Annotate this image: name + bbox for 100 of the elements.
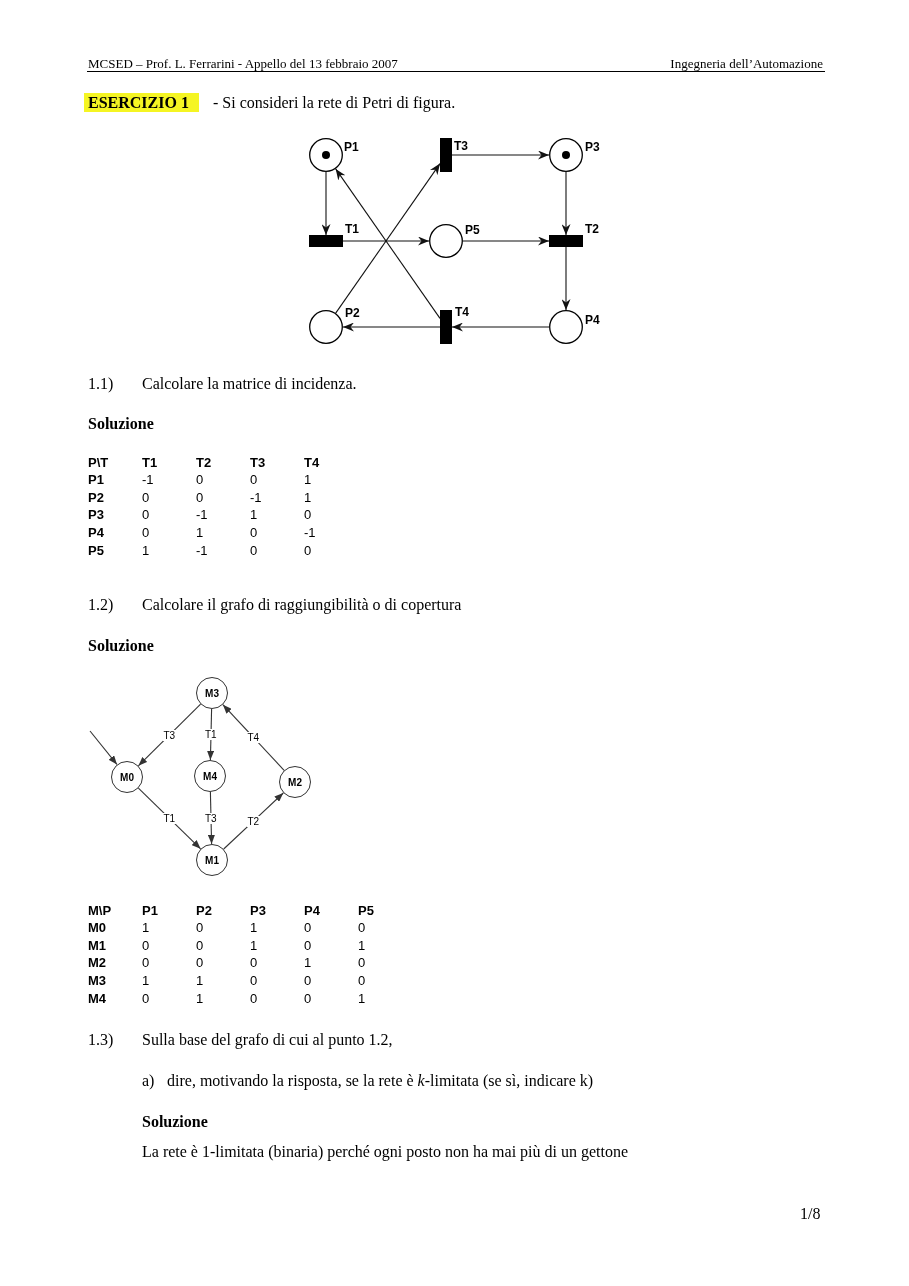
matrix-value: 0 — [196, 955, 204, 971]
transition-label: T2 — [585, 223, 599, 235]
matrix-value: 1 — [250, 937, 258, 953]
matrix-value: 0 — [358, 955, 366, 971]
arrow — [89, 730, 118, 766]
matrix-value: 1 — [358, 990, 366, 1006]
row-header: P2 — [88, 489, 104, 505]
row-header: M2 — [88, 955, 107, 971]
matrix-value: 1 — [142, 920, 150, 936]
matrix-value: 1 — [304, 489, 312, 505]
edge-label: T1 — [162, 813, 177, 824]
matrix-value: 0 — [358, 920, 366, 936]
matrix-value: 0 — [304, 920, 312, 936]
column-header: P4 — [304, 902, 320, 918]
column-header: T1 — [142, 454, 158, 470]
matrix-value: 0 — [196, 920, 204, 936]
matrix-value: -1 — [196, 542, 208, 558]
matrix-value: 1 — [196, 524, 204, 540]
row-header: P3 — [88, 507, 104, 523]
matrix-value: 1 — [304, 955, 312, 971]
edge-label: T2 — [246, 815, 261, 827]
question-text: Calcolare la matrice di incidenza. — [142, 373, 357, 393]
marking-node: M4 — [194, 760, 226, 792]
matrix-value: 0 — [250, 955, 258, 971]
matrix-value: 1 — [304, 472, 312, 488]
row-header: M0 — [88, 920, 107, 936]
row-header: P5 — [88, 542, 104, 558]
matrix-value: 0 — [250, 524, 258, 540]
matrix-value: 0 — [304, 937, 312, 953]
question-text: dire, motivando la risposta, se la rete è k-limitata (se sì, indicare k) — [167, 1070, 594, 1090]
column-header: M\P — [88, 902, 112, 918]
solution-heading: Soluzione — [88, 635, 154, 655]
matrix-value: 0 — [142, 937, 150, 953]
edge-label: T3 — [162, 729, 177, 741]
matrix-value: 0 — [250, 542, 258, 558]
matrix-value: 0 — [358, 972, 366, 988]
column-header: P2 — [196, 902, 212, 918]
edge-label: T4 — [246, 732, 261, 743]
row-header: M4 — [88, 990, 107, 1006]
row-header: M3 — [88, 972, 107, 988]
matrix-value: 0 — [250, 472, 258, 488]
matrix-value: 0 — [304, 542, 312, 558]
matrix-value: 0 — [142, 489, 150, 505]
matrix-value: 0 — [304, 972, 312, 988]
marking-node: M3 — [196, 677, 228, 709]
arrow — [137, 703, 202, 767]
column-header: P5 — [358, 902, 374, 918]
matrix-value: -1 — [142, 472, 154, 488]
matrix-value: 0 — [304, 990, 312, 1006]
row-header: M1 — [88, 937, 107, 953]
edge-label: T1 — [204, 729, 218, 740]
matrix-value: 1 — [196, 990, 204, 1006]
header-text: Ingegneria dell’Automazione — [670, 55, 823, 71]
matrix-value: 1 — [358, 937, 366, 953]
column-header: P\T — [88, 454, 109, 470]
item-letter: a) — [142, 1070, 155, 1090]
marking-node: M2 — [279, 766, 311, 798]
arrow — [137, 787, 202, 850]
arrow — [451, 150, 550, 160]
arrow — [223, 792, 284, 850]
matrix-value: 1 — [250, 920, 258, 936]
matrix-value: 0 — [142, 990, 150, 1006]
matrix-value: 1 — [250, 507, 258, 523]
arrow — [207, 791, 215, 845]
place-label: P2 — [345, 307, 360, 319]
matrix-value: 1 — [142, 542, 150, 558]
column-header: T2 — [196, 454, 212, 470]
matrix-value: 0 — [250, 990, 258, 1006]
question-number: 1.2) — [88, 594, 114, 614]
place-label: P3 — [585, 141, 600, 153]
question-text: Calcolare il grafo di raggiungibilità o di copertura — [142, 594, 462, 614]
arrow — [342, 322, 441, 332]
column-header: P1 — [142, 902, 158, 918]
matrix-value: 0 — [142, 507, 150, 523]
matrix-value: 0 — [196, 472, 204, 488]
solution-heading: Soluzione — [88, 413, 154, 433]
matrix-value: 0 — [196, 937, 204, 953]
arrow — [321, 171, 331, 236]
arrow — [207, 708, 215, 761]
page-number: 1/8 — [800, 1203, 821, 1223]
matrix-value: 0 — [304, 507, 312, 523]
matrix-value: 1 — [142, 972, 150, 988]
arrow — [462, 236, 550, 246]
solution-heading: Soluzione — [142, 1111, 208, 1131]
arrow — [342, 236, 430, 246]
header-text: MCSED – Prof. L. Ferrarini - Appello del 13 febbraio 2007 — [88, 55, 398, 71]
matrix-value: -1 — [304, 524, 316, 540]
matrix-value: 0 — [142, 524, 150, 540]
column-header: P3 — [250, 902, 266, 918]
column-header: T3 — [250, 454, 266, 470]
matrix-value: -1 — [196, 507, 208, 523]
question-number: 1.3) — [88, 1029, 114, 1049]
transition-label: T4 — [455, 306, 469, 318]
marking-node: M0 — [111, 761, 143, 793]
question-text: Sulla base del grafo di cui al punto 1.2, — [142, 1029, 393, 1049]
answer-text: La rete è 1-limitata (binaria) perché ogni posto non ha mai più di un gettone — [142, 1141, 629, 1161]
arrow — [561, 171, 571, 236]
arrow — [561, 246, 571, 311]
row-header: P4 — [88, 524, 104, 540]
arrow — [222, 704, 285, 771]
